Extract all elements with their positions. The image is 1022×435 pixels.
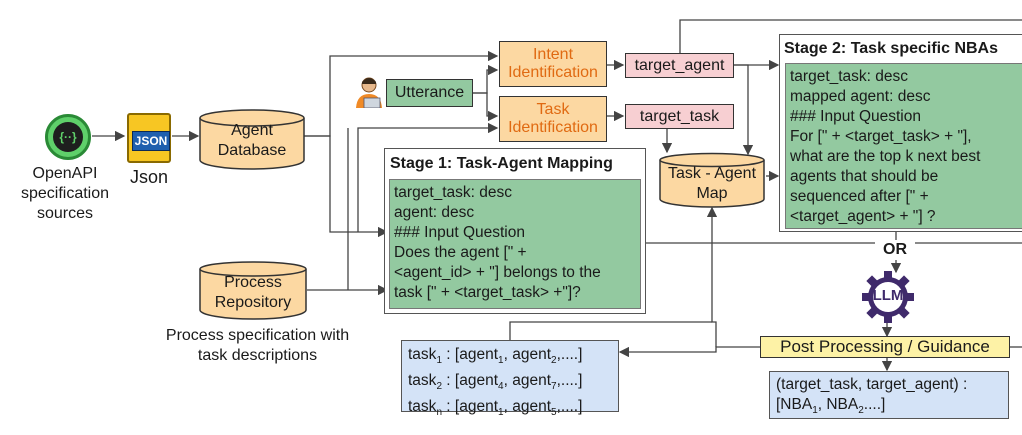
- llm-label: LLM: [872, 287, 904, 304]
- or-label: OR: [875, 240, 915, 260]
- task-list-row: taskn : [agent1, agent5,....]: [408, 398, 583, 419]
- task-agent-list: task1 : [agent1, agent2,....] task2 : [a…: [401, 340, 619, 418]
- target-agent-box: target_agent: [625, 53, 734, 78]
- process-repository-shape: [199, 261, 307, 320]
- stage2-line: mapped agent: desc: [790, 88, 931, 105]
- stage1-line: ### Input Question: [394, 224, 525, 241]
- utterance-box: Utterance: [386, 79, 473, 107]
- stage2-line: For [" + <target_task> + "],: [790, 128, 972, 145]
- stage1-line: <agent_id> + "] belongs to the: [394, 264, 601, 281]
- stage2-line: <target_agent> + "] ?: [790, 208, 936, 225]
- task-agent-map: Task - Agent Map: [658, 152, 766, 208]
- user-icon: [354, 76, 384, 109]
- post-processing-box: Post Processing / Guidance: [760, 336, 1010, 358]
- openapi-glyph: {··}: [53, 122, 83, 152]
- line-tasklist-feedback: [509, 321, 712, 340]
- target-task-box: target_task: [625, 104, 734, 129]
- agent-database-label: Agent Database: [217, 122, 287, 159]
- arrow-agentdb-taskident: [357, 122, 499, 232]
- stage1-line: task [" + <target_task> +"]?: [394, 284, 581, 301]
- stage2-panel: Stage 2: Task specific NBAs target_task:…: [779, 34, 1022, 232]
- openapi-label: OpenAPI specification sources: [20, 165, 110, 222]
- stage1-title: Stage 1: Task-Agent Mapping: [390, 155, 613, 172]
- stage2-line: target_task: desc: [790, 68, 909, 85]
- stage2-line: ### Input Question: [790, 108, 921, 125]
- line-top-loop: [679, 19, 1022, 55]
- stage1-line: agent: desc: [394, 204, 475, 221]
- process-repository-label: Process Repository: [214, 274, 292, 311]
- process-caption: Process specification with task descript…: [165, 327, 350, 364]
- arrow-targetagent-map: [734, 64, 754, 156]
- nba-output-box: (target_task, target_agent) : [NBA1, NBA…: [769, 371, 1009, 419]
- task-list-row: task2 : [agent4, agent7,....]: [408, 372, 583, 393]
- arrow-agentdb-stage1: [304, 135, 389, 238]
- openapi-icon: {··}: [45, 114, 91, 160]
- stage2-title: Stage 2: Task specific NBAs: [784, 40, 999, 57]
- task-agent-map-shape: [659, 152, 765, 208]
- agent-database: Agent Database: [198, 108, 306, 170]
- stage1-prompt: target_task: desc agent: desc ### Input …: [389, 179, 641, 309]
- agent-database-shape: [199, 109, 305, 170]
- task-list-row: task1 : [agent1, agent2,....]: [408, 346, 583, 367]
- json-badge: JSON: [132, 131, 170, 151]
- intent-identification-box: Intent Identification: [499, 41, 607, 87]
- arrow-post-map: [706, 206, 718, 347]
- json-file-icon: JSON: [127, 113, 171, 163]
- arrow-utterance-task: [473, 92, 499, 122]
- json-label: Json: [129, 167, 169, 187]
- nba-output-line2: [NBA1, NBA2....]: [776, 396, 886, 417]
- process-repository: Process Repository: [198, 260, 308, 320]
- nba-output-line1: (target_task, target_agent) :: [776, 376, 968, 393]
- arrow-post-tasklist: [618, 346, 760, 358]
- stage1-line: target_task: desc: [394, 184, 513, 201]
- task-agent-map-label: Task - Agent Map: [667, 165, 757, 202]
- stage1-line: Does the agent [" +: [394, 244, 527, 261]
- stage2-line: what are the top k next best: [790, 148, 981, 165]
- stage2-prompt: target_task: desc mapped agent: desc ###…: [785, 63, 1022, 229]
- arrow-utterance-intent: [473, 64, 499, 94]
- task-identification-box: Task Identification: [499, 96, 607, 142]
- stage2-line: sequenced after [" +: [790, 188, 929, 205]
- stage1-panel: Stage 1: Task-Agent Mapping target_task:…: [384, 148, 646, 314]
- llm-gear-icon: LLM: [860, 270, 916, 324]
- stage2-line: agents that should be: [790, 168, 939, 185]
